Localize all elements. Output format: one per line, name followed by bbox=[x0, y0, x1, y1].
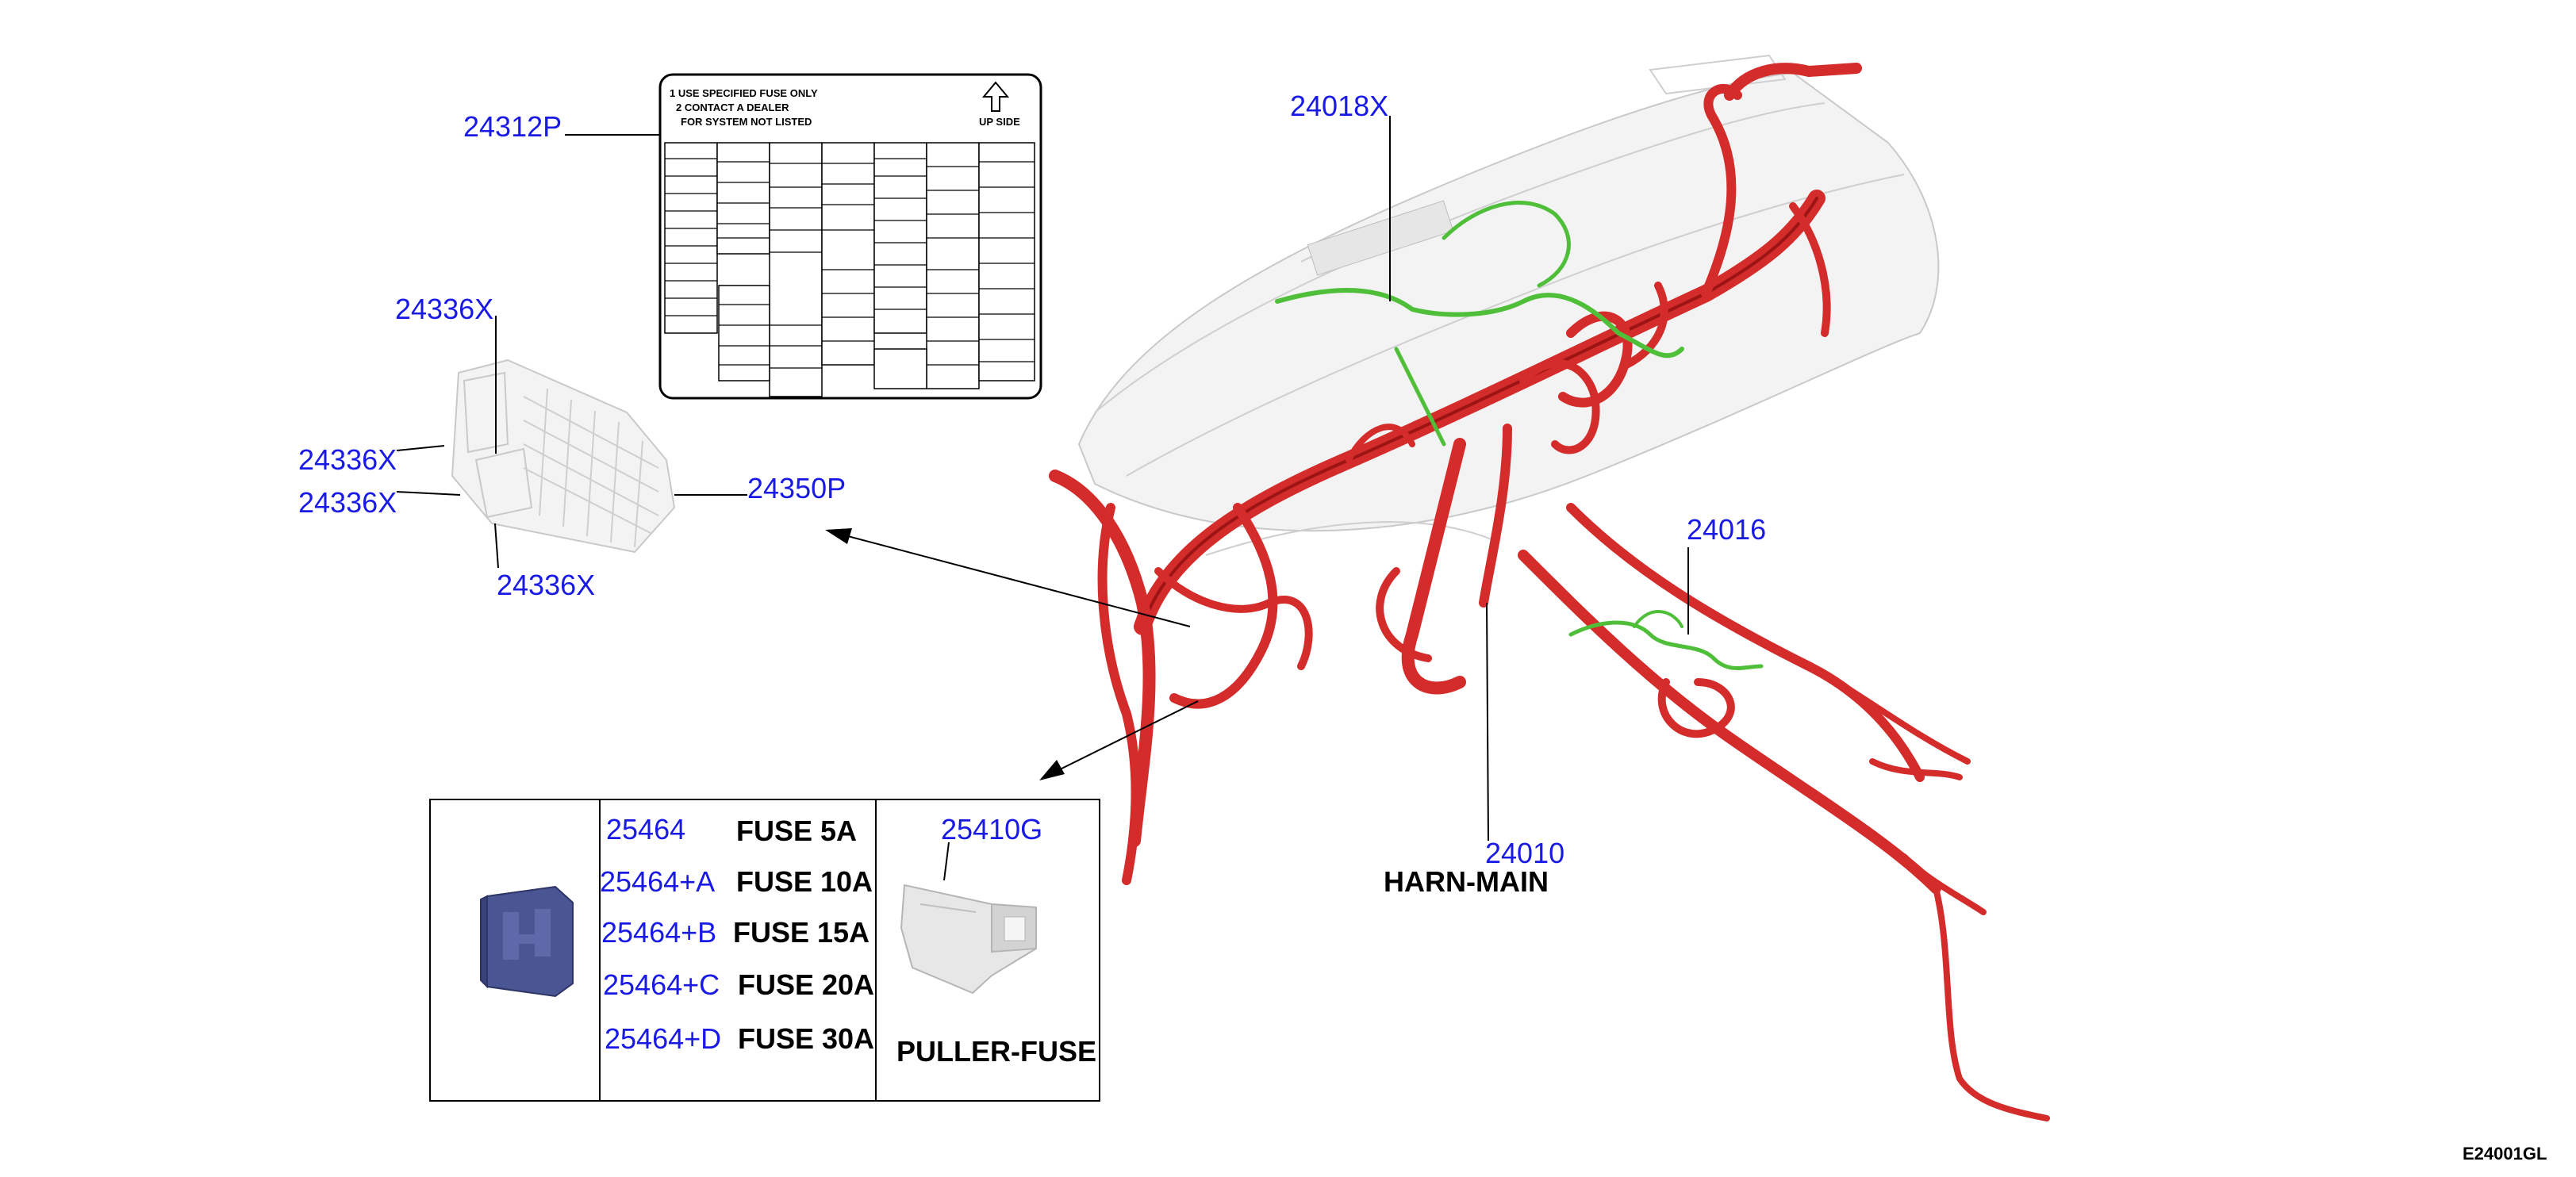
fuse-table: 25464 FUSE 5A 25464+A FUSE 10A 25464+B F… bbox=[429, 799, 1100, 1102]
callout-24010: 24010 bbox=[1485, 837, 1564, 869]
label-line-1: 1 USE SPECIFIED FUSE ONLY bbox=[670, 87, 818, 99]
leader-24336x-left2 bbox=[396, 491, 461, 496]
leader-24336x-bottom bbox=[494, 523, 499, 569]
callout-24336x-top: 24336X bbox=[395, 293, 493, 325]
fuse-row-1-part: 25464 bbox=[606, 813, 685, 845]
fuse-row-3-part: 25464+B bbox=[601, 916, 716, 949]
fuse-block-24350p bbox=[451, 358, 676, 554]
pointer-arrow-fuse-table bbox=[1039, 700, 1199, 780]
leader-25410g bbox=[943, 842, 950, 881]
puller-name: PULLER-FUSE bbox=[896, 1035, 1096, 1068]
callout-24016: 24016 bbox=[1687, 513, 1766, 546]
fuse-row-3-desc: FUSE 15A bbox=[733, 916, 870, 949]
callout-24018x: 24018X bbox=[1290, 90, 1388, 122]
leader-24010 bbox=[1486, 602, 1489, 842]
fuse-label-card: 1 USE SPECIFIED FUSE ONLY 2 CONTACT A DE… bbox=[658, 73, 1042, 400]
label-fuse-grid bbox=[664, 142, 1035, 397]
fuse-row-2-part: 25464+A bbox=[600, 865, 715, 898]
callout-24336x-left1: 24336X bbox=[298, 443, 397, 476]
fuse-row-1-desc: FUSE 5A bbox=[736, 815, 857, 847]
callout-24336x-left2: 24336X bbox=[298, 486, 397, 519]
fuse-puller-icon bbox=[900, 884, 1037, 995]
main-harness-drawing bbox=[1049, 63, 2050, 1121]
fuse-row-2-desc: FUSE 10A bbox=[736, 865, 873, 898]
label-line-3: FOR SYSTEM NOT LISTED bbox=[681, 116, 812, 128]
fuse-row-4-part: 25464+C bbox=[603, 968, 720, 1001]
callout-24336x-bottom: 24336X bbox=[497, 569, 595, 601]
figure-code: E24001GL bbox=[2463, 1144, 2547, 1164]
fuse-row-5-desc: FUSE 30A bbox=[738, 1022, 874, 1055]
sub-harness-drawing bbox=[1275, 201, 1764, 670]
callout-harn-main: HARN-MAIN bbox=[1384, 865, 1549, 898]
fuse-row-4-desc: FUSE 20A bbox=[738, 968, 874, 1001]
fuse-row-5-part: 25464+D bbox=[605, 1022, 721, 1055]
callout-24312p: 24312P bbox=[463, 110, 562, 143]
label-line-2: 2 CONTACT A DEALER bbox=[676, 102, 789, 113]
pointer-arrow-fuse-block bbox=[825, 528, 1191, 627]
upside-arrow-icon bbox=[981, 81, 1010, 112]
callout-24350p: 24350P bbox=[747, 472, 846, 504]
puller-part: 25410G bbox=[941, 813, 1042, 845]
blade-fuse-icon bbox=[480, 885, 574, 998]
label-upside: UP SIDE bbox=[979, 116, 1020, 128]
leader-24336x-left1 bbox=[396, 445, 445, 451]
